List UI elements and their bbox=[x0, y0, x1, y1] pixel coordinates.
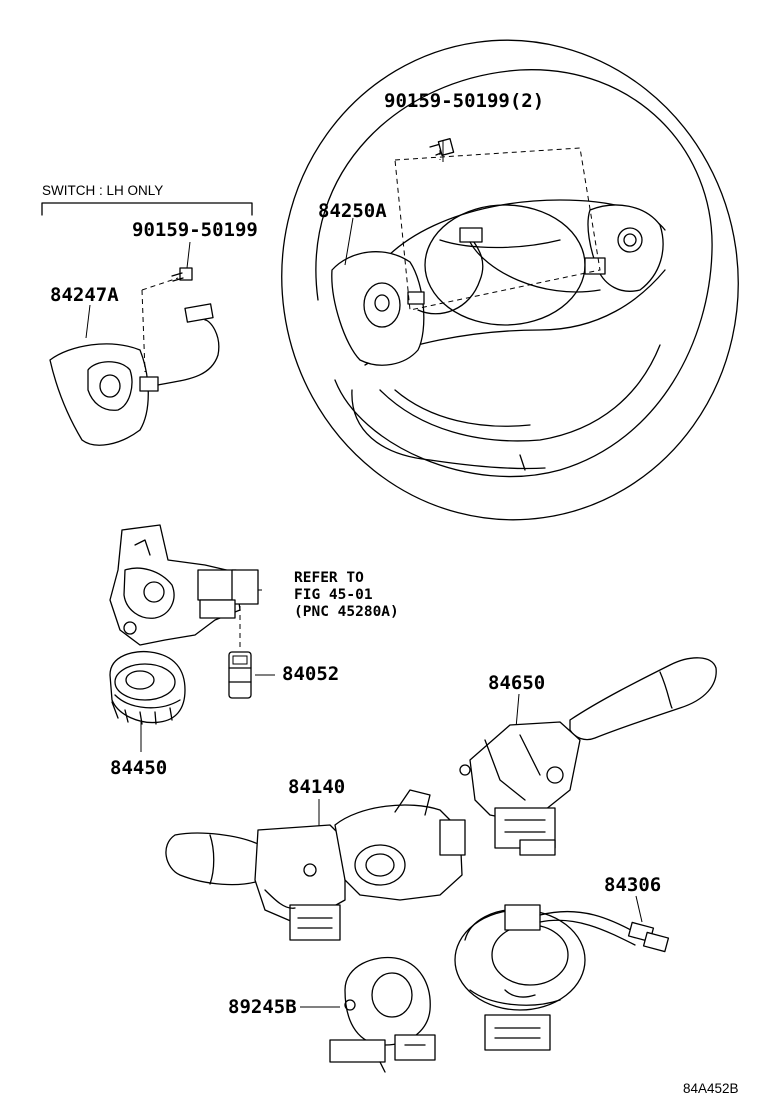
part-label-ignition-switch: 84450 bbox=[110, 757, 168, 779]
part-label-steering-switch-rh: 84250A bbox=[318, 200, 387, 222]
steering-column-housing-drawing bbox=[109, 524, 259, 648]
turn-signal-switch-84140-drawing bbox=[165, 789, 466, 941]
refer-note-line-2: FIG 45-01 bbox=[294, 587, 373, 603]
part-label-wiper-switch: 84650 bbox=[488, 672, 546, 694]
part-label-sensor: 89245B bbox=[228, 996, 297, 1018]
steering-switch-lh-drawing bbox=[49, 267, 220, 446]
sensor-89245b-drawing bbox=[329, 956, 436, 1073]
switch-84052-drawing bbox=[228, 651, 252, 699]
spiral-cable-84306-drawing bbox=[454, 904, 670, 1051]
leader-lines bbox=[85, 140, 643, 1008]
lh-only-bracket bbox=[41, 202, 253, 216]
part-label-switch-84052: 84052 bbox=[282, 663, 340, 685]
part-label-screw-rh: 90159-50199(2) bbox=[384, 90, 545, 112]
lh-only-note: SWITCH : LH ONLY bbox=[42, 183, 164, 198]
part-label-steering-switch-lh: 84247A bbox=[50, 284, 119, 306]
refer-note-line-3: (PNC 45280A) bbox=[294, 604, 399, 620]
wiper-switch-84650-drawing bbox=[459, 657, 717, 856]
part-label-spiral-cable: 84306 bbox=[604, 874, 662, 896]
ignition-switch-84450-drawing bbox=[109, 650, 186, 725]
part-label-screw-lh: 90159-50199 bbox=[132, 219, 258, 241]
diagram-code: 84A452B bbox=[683, 1081, 739, 1096]
refer-note: REFER TO FIG 45-01 (PNC 45280A) bbox=[294, 570, 399, 621]
refer-note-line-1: REFER TO bbox=[294, 570, 364, 586]
part-label-turn-signal-switch: 84140 bbox=[288, 776, 346, 798]
steering-wheel-drawing bbox=[281, 39, 739, 521]
